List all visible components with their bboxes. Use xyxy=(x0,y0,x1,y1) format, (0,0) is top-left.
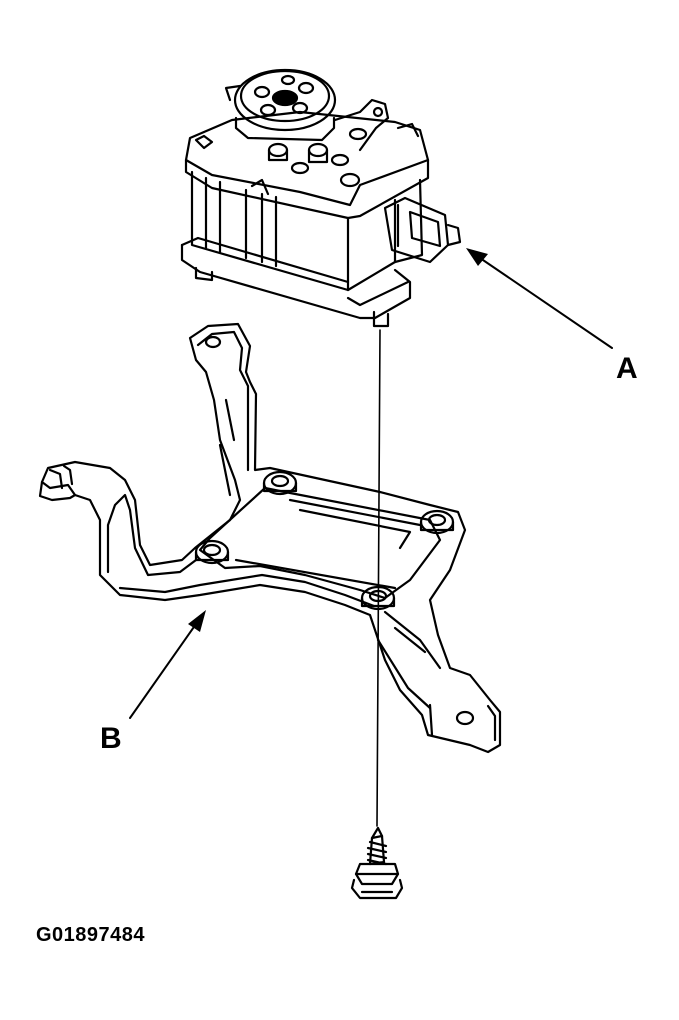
callout-label-b: B xyxy=(100,722,122,755)
leader-arrow-a xyxy=(466,248,613,349)
modulator-unit xyxy=(180,68,462,328)
mounting-bolt xyxy=(350,826,404,900)
leader-arrow-b xyxy=(129,610,206,719)
figure-id: G01897484 xyxy=(36,924,146,946)
mounting-bracket xyxy=(38,322,502,754)
alignment-line xyxy=(376,329,381,827)
callout-label-a: A xyxy=(616,352,638,385)
